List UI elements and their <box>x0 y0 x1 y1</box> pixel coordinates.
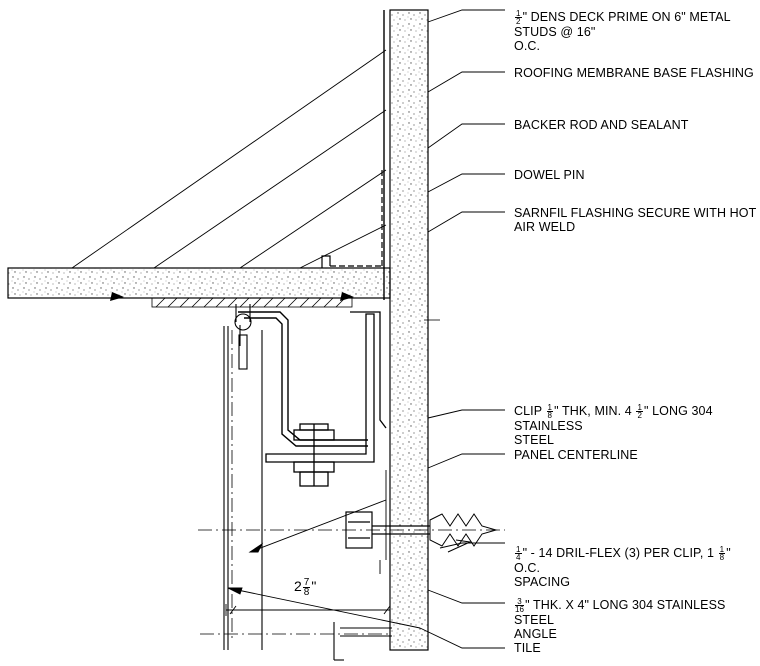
membrane-hatch <box>151 297 353 308</box>
vertical-sheathing-board <box>383 9 429 651</box>
panel-centerline <box>198 319 505 640</box>
roof-deck-slab <box>7 267 391 301</box>
dimension-line <box>225 604 391 616</box>
note-dowel-pin: DOWEL PIN <box>514 168 585 182</box>
panel-leaders <box>227 470 421 629</box>
note-leaders <box>419 9 505 649</box>
tile-base <box>200 622 392 661</box>
stainless-clip <box>238 311 368 447</box>
note-sarnfil-flashing: SARNFIL FLASHING SECURE WITH HOT AIR WEL… <box>514 206 757 234</box>
dril-flex-screw <box>345 511 498 553</box>
base-flashing <box>321 170 383 268</box>
note-roofing-membrane: ROOFING MEMBRANE BASE FLASHING <box>514 66 754 80</box>
note-panel-centerline: PANEL CENTERLINE <box>514 448 638 462</box>
stainless-angle <box>265 311 387 487</box>
note-backer-rod: BACKER ROD AND SEALANT <box>514 118 689 132</box>
panel-body <box>223 304 263 650</box>
note-tile: TILE <box>514 641 541 655</box>
diagonal-leaders <box>71 49 387 269</box>
